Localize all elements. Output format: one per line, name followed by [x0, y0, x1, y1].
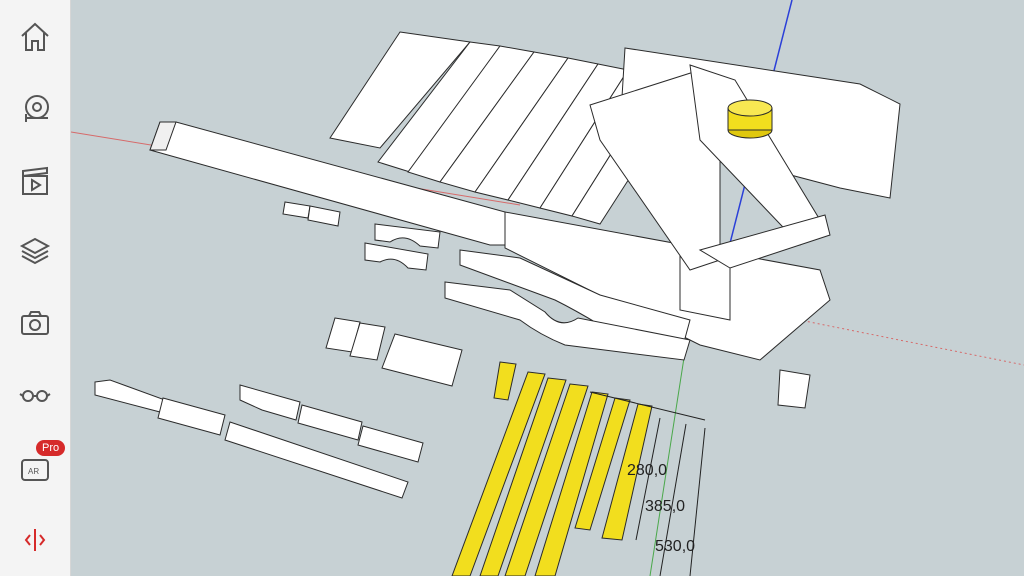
selected-cylinder[interactable]	[727, 99, 773, 139]
layers-button[interactable]	[10, 226, 60, 276]
camera-icon	[21, 311, 49, 335]
curved-bracket-1[interactable]	[374, 223, 441, 249]
board-2[interactable]	[157, 397, 226, 436]
small-block-2[interactable]	[307, 205, 341, 227]
section-plane-button[interactable]	[10, 515, 60, 565]
green-axis	[649, 344, 687, 576]
selected-legs[interactable]	[451, 361, 653, 576]
ar-button[interactable]: AR Pro	[10, 440, 66, 494]
home-icon	[21, 22, 49, 51]
board-4[interactable]	[297, 404, 363, 441]
plate-block[interactable]	[381, 333, 463, 387]
home-button[interactable]	[10, 12, 60, 62]
board-3[interactable]	[239, 384, 301, 421]
model-canvas[interactable]	[71, 0, 1024, 576]
tape-measure-button[interactable]	[10, 84, 60, 134]
cross-bar[interactable]	[698, 214, 831, 269]
pro-badge: Pro	[36, 440, 66, 456]
curved-bracket-2[interactable]	[364, 242, 429, 271]
dimension-label-3: 530,0	[655, 538, 696, 555]
board-1[interactable]	[94, 379, 166, 413]
svg-text:AR: AR	[28, 467, 39, 476]
camera-button[interactable]	[10, 298, 60, 348]
toolbar-sidebar: AR Pro	[0, 0, 71, 576]
section-plane-icon	[24, 529, 46, 551]
view-mode-button[interactable]	[10, 370, 60, 420]
small-block-1[interactable]	[282, 201, 311, 219]
ar-icon: AR	[21, 459, 49, 481]
dimension-lines	[589, 391, 706, 576]
block-b[interactable]	[349, 322, 386, 361]
long-board[interactable]	[224, 421, 409, 499]
dimension-label-2: 385,0	[645, 498, 686, 515]
3d-viewport[interactable]: 280,0 385,0 530,0	[71, 0, 1024, 576]
arm-rail-2[interactable]	[444, 281, 691, 361]
leg-stub[interactable]	[777, 369, 811, 409]
arm-rail-1[interactable]	[459, 249, 691, 343]
tape-measure-icon	[25, 95, 49, 122]
glasses-view-icon	[19, 390, 51, 402]
board-5[interactable]	[357, 425, 424, 463]
scenes-clapper-icon	[22, 166, 48, 195]
layers-icon	[19, 237, 51, 265]
scenes-button[interactable]	[10, 156, 60, 206]
seat-slats[interactable]	[329, 31, 691, 225]
dimension-label-1: 280,0	[627, 462, 668, 479]
frame-body[interactable]	[504, 211, 831, 361]
